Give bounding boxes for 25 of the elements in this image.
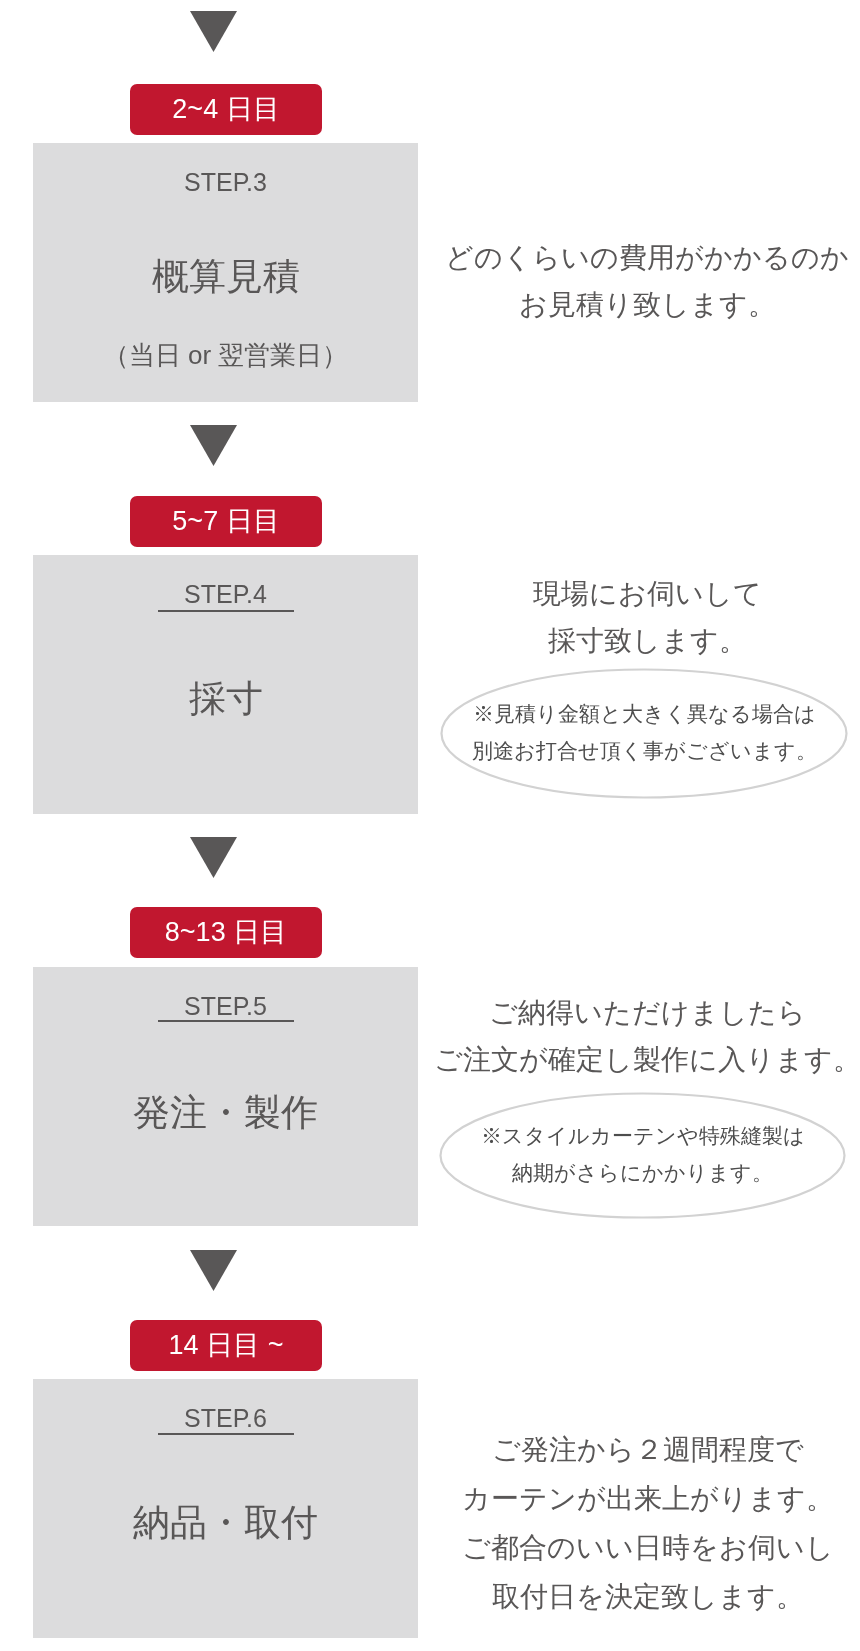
step-label: STEP.4 — [184, 578, 267, 610]
day-badge: 2~4 日目 — [130, 84, 322, 135]
step-box — [33, 967, 418, 1226]
description-text: ご発注から２週間程度でカーテンが出来上がります。ご都合のいい日時をお伺いし取付日を決定致します。 — [462, 1432, 834, 1614]
day-badge: 14 日目 ~ — [130, 1320, 322, 1371]
description-text: どのくらいの費用がかかるのかお見積り致します。 — [445, 240, 849, 322]
step-subtitle: （当日 or 翌営業日） — [102, 339, 349, 372]
step-box — [33, 555, 418, 814]
day-badge: 8~13 日目 — [130, 907, 322, 958]
step-title: 納品・取付 — [133, 1501, 318, 1545]
note-text: ※見積り金額と大きく異なる場合は別途お打合せ頂く事がございます。 — [471, 700, 817, 764]
description-text: ご納得いただけましたらご注文が確定し製作に入ります。 — [433, 995, 860, 1077]
note-text: ※スタイルカーテンや特殊縫製は納期がさらにかかります。 — [480, 1122, 805, 1186]
step-label: STEP.6 — [184, 1402, 267, 1434]
step-title: 発注・製作 — [133, 1091, 318, 1135]
note-ellipse — [440, 668, 848, 799]
day-badge: 5~7 日目 — [130, 496, 322, 547]
step-label: STEP.3 — [184, 166, 267, 198]
step-box — [33, 1379, 418, 1638]
note-ellipse — [439, 1092, 846, 1219]
description-text: 現場にお伺いして採寸致します。 — [532, 576, 762, 658]
step-label: STEP.5 — [184, 990, 267, 1022]
step-title: 採寸 — [188, 677, 263, 721]
step-box — [33, 143, 418, 402]
step-title: 概算見積 — [151, 255, 300, 299]
